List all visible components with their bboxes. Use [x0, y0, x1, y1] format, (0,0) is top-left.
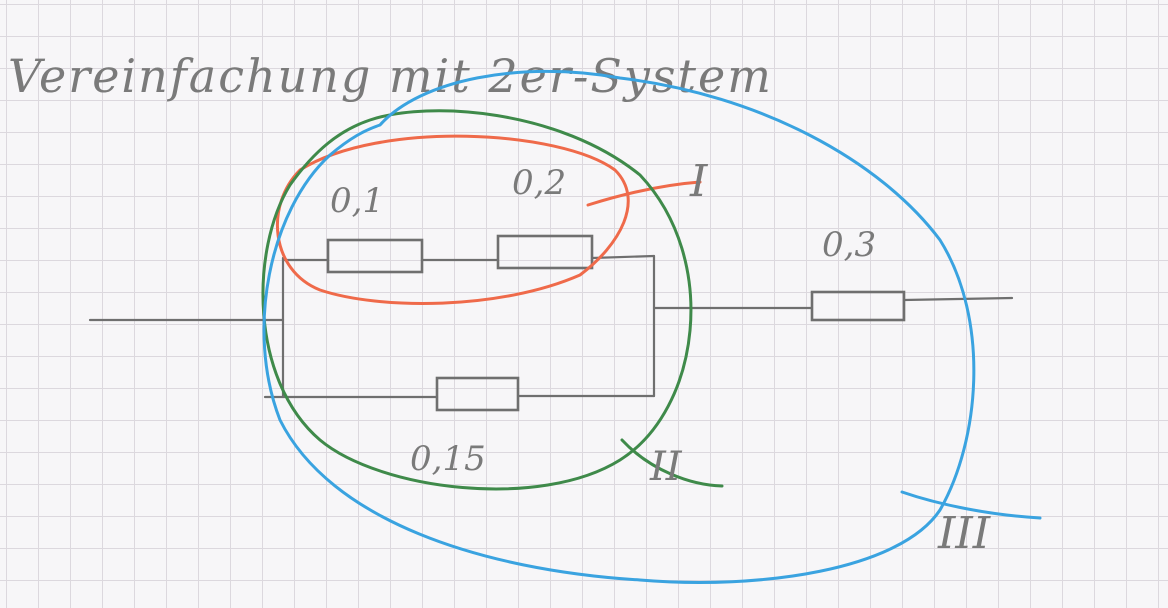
resistor-r2: [496, 234, 594, 270]
group-i: I: [276, 134, 709, 305]
resistor-r2-value: 0,2: [512, 163, 566, 203]
page-title: Vereinfachung mit 2er-System: [8, 49, 773, 103]
resistor-r4: [810, 290, 906, 322]
group-iii-leader: [900, 490, 1042, 520]
resistor-r3-value: 0,15: [410, 439, 486, 479]
group-i-loop: [276, 134, 630, 305]
group-iii: III: [262, 69, 1042, 584]
group-ii-leader: [620, 438, 724, 488]
group-i-label: I: [689, 156, 709, 207]
circuit-wires: [88, 254, 1014, 399]
group-ii-label: II: [649, 444, 683, 490]
resistor-r1-value: 0,1: [330, 181, 384, 221]
group-ii-loop: [261, 109, 693, 491]
resistor-r4-value: 0,3: [822, 225, 876, 265]
group-iii-loop: [262, 69, 976, 584]
group-i-leader: [586, 180, 702, 207]
resistor-r1: [326, 238, 424, 274]
group-ii: II: [261, 109, 724, 491]
group-iii-label: III: [937, 508, 992, 559]
resistor-r3: [435, 376, 520, 412]
